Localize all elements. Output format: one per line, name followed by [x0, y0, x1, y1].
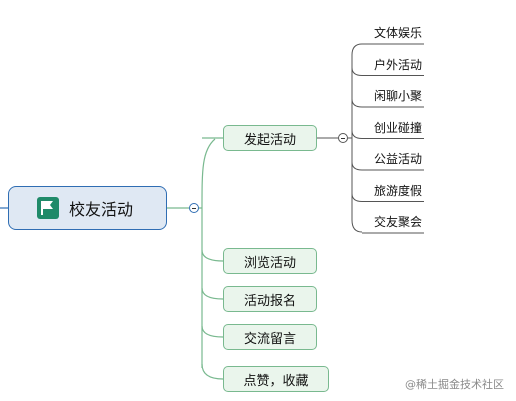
connector-branch-4	[201, 325, 224, 338]
collapse-root-icon[interactable]	[189, 203, 199, 213]
watermark: @稀土掘金技术社区	[405, 378, 504, 391]
leaf-topic[interactable]: 旅游度假	[373, 183, 422, 198]
leaf-connector	[351, 161, 363, 171]
leaf-topic[interactable]: 交友聚会	[373, 215, 422, 229]
branch-3-label: 活动报名	[243, 293, 296, 309]
leaf-connector	[351, 193, 363, 202]
branch-5[interactable]: 点赞，收藏	[223, 366, 329, 392]
leaf-connector	[351, 67, 363, 76]
branch-2[interactable]: 浏览活动	[223, 248, 317, 274]
leaf-topic[interactable]: 创业碰撞	[373, 120, 422, 135]
root-topic[interactable]: 校友活动	[8, 186, 167, 230]
leaf-topic[interactable]: 公益活动	[373, 152, 422, 166]
leaf-underlines	[351, 43, 424, 234]
leaf-trunk	[348, 43, 363, 233]
connector-branch-2	[201, 249, 224, 262]
connector-branch-3	[201, 287, 224, 300]
leaf-topic[interactable]: 户外活动	[373, 57, 422, 72]
leaf-topic[interactable]: 文体娱乐	[373, 26, 422, 40]
branch-2-label: 浏览活动	[243, 255, 296, 271]
leaf-connector	[351, 130, 363, 139]
root-label: 校友活动	[69, 200, 134, 219]
branch-4[interactable]: 交流留言	[223, 324, 317, 350]
branch-1[interactable]: 发起活动	[223, 125, 317, 151]
leaf-topic[interactable]: 闲聊小聚	[373, 89, 422, 103]
flag-icon	[37, 197, 59, 219]
collapse-branch-1-icon[interactable]	[338, 133, 348, 143]
branch-4-label: 交流留言	[243, 331, 296, 347]
connector-branch-5	[201, 363, 224, 380]
leaf-connector	[351, 98, 363, 108]
branch-5-label: 点赞，收藏	[243, 373, 309, 389]
branch-3[interactable]: 活动报名	[223, 286, 317, 312]
branch-1-label: 发起活动	[243, 132, 296, 148]
